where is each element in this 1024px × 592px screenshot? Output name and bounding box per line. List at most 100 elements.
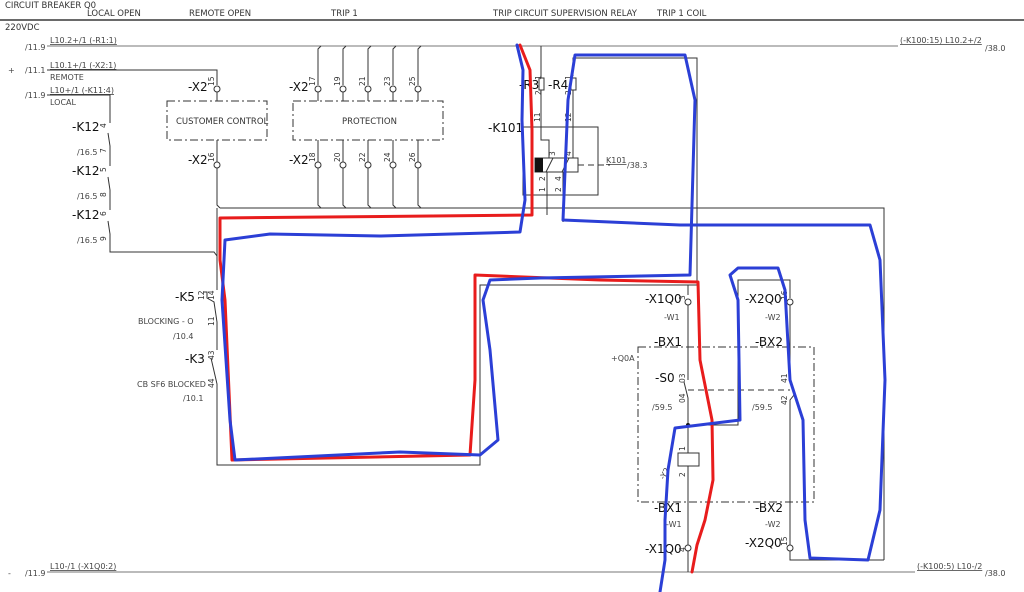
k3-ref: /10.1 (183, 394, 204, 403)
s0-label: -S0 (655, 371, 675, 385)
pin-number: 4 (564, 151, 573, 156)
blocking-contacts: -K5 12 14 11 BLOCKING - O /10.4 -K3 43 4… (137, 57, 698, 466)
pin-number: 4 (554, 176, 563, 181)
assembly-label: +Q0A (611, 354, 635, 363)
r4-label: -R4 (548, 78, 568, 92)
rail-l3-local: /11.9 L10+/1 (-K11:4) LOCAL (25, 86, 218, 257)
q0a-assembly-box (637, 346, 815, 503)
k5-description: BLOCKING - O (138, 317, 194, 326)
supply-voltage: 220VDC (5, 23, 40, 33)
pin-number: 1 (538, 187, 547, 192)
bx2-label: -BX2 (755, 335, 783, 349)
k12-label: -K12 (72, 208, 99, 222)
pin-number: 43 (207, 350, 216, 360)
rail-sign: - (8, 569, 11, 578)
k5-ref: /10.4 (173, 332, 194, 341)
pin-number: 21 (358, 76, 367, 86)
x2q0-label: -X2Q0 (745, 292, 782, 306)
x2q0-label: -X2Q0 (745, 536, 782, 550)
rail-right-ref: /38.0 (985, 44, 1006, 53)
column-local-open: LOCAL OPEN (87, 9, 141, 19)
terminal-x2-15 (213, 85, 221, 93)
k12-ref: /16.5 (77, 148, 98, 157)
k101-ref: /38.3 (627, 161, 648, 170)
k3-description: CB SF6 BLOCKED (137, 380, 206, 389)
pin-number: 03 (678, 373, 687, 383)
red-highlight-path (218, 43, 715, 574)
pin-number: 5 (99, 167, 108, 172)
rail-label: L10-/1 (-X1Q0:2) (50, 562, 116, 571)
pin-number: 7 (99, 148, 108, 153)
k101-label: -K101 (488, 121, 523, 135)
terminal-label: -X2 (289, 153, 309, 167)
pin-number: 24 (383, 152, 392, 162)
x1q0-label: -X1Q0 (645, 292, 682, 306)
rail-label: L10.2+/1 (-R1:1) (50, 36, 117, 45)
pin-number: 11 (533, 112, 542, 122)
pin-number: 15 (207, 76, 216, 86)
k12-ref: /16.5 (77, 236, 98, 245)
bx1-label: -BX1 (654, 335, 682, 349)
pin-number: 42 (780, 395, 789, 405)
terminal-label: -X2 (289, 80, 309, 94)
pin-number: 2 (554, 187, 563, 192)
protection-label: PROTECTION (342, 117, 397, 127)
pin-number: 6 (99, 211, 108, 216)
terminal-label: -X2 (188, 80, 208, 94)
rail-ref: /11.9 (25, 91, 46, 100)
x1q0-label: -X1Q0 (645, 542, 682, 556)
breaker-trip-coil: +Q0A -X1Q0 3 -W1 -BX1 -S0 03 04 /59.5 1 … (611, 279, 884, 572)
pin-number: 12 (197, 290, 206, 300)
terminal-x2-16 (213, 161, 221, 169)
pin-number: 1 (534, 75, 543, 80)
k12-ref: /16.5 (77, 192, 98, 201)
pin-number: 25 (408, 76, 417, 86)
pin-number: 1 (564, 75, 573, 80)
blue-highlight-path (220, 43, 887, 592)
pin-number: 18 (308, 152, 317, 162)
rail-l1: /11.9 L10.2+/1 (-R1:1) (-K100:15) L10.2+… (25, 36, 1006, 53)
rail-l2-remote: + /11.1 L10.1+/1 (-X2:1) REMOTE (8, 61, 218, 85)
column-remote-open: REMOTE OPEN (189, 9, 251, 19)
rail-ref: /11.9 (25, 43, 46, 52)
protection-terminals (314, 85, 422, 169)
k3-label: -K3 (185, 352, 205, 366)
terminal-label: -X2 (188, 153, 208, 167)
k101-ref-label: K101 (606, 156, 627, 165)
diagram-title: CIRCUIT BREAKER Q0 (5, 1, 96, 11)
rail-negative: - /11.9 L10-/1 (-X1Q0:2) (-K100:5) L10-/… (8, 562, 1006, 578)
pin-number: 9 (99, 236, 108, 241)
k5-label: -K5 (175, 290, 195, 304)
rail-right-label: (-K100:5) L10-/2 (917, 562, 982, 571)
rail-right-ref: /38.0 (985, 569, 1006, 578)
pin-number: 3 (678, 295, 687, 300)
pin-number: 17 (308, 76, 317, 86)
pin-number: 11 (207, 316, 216, 326)
pin-number: 15 (780, 536, 789, 546)
trip-coil-y2 (677, 452, 700, 467)
pin-number: 2 (534, 90, 543, 95)
pin-number: 1 (678, 446, 687, 451)
rail-ref: /11.1 (25, 66, 46, 75)
w2-label: -W2 (765, 313, 781, 322)
pin-number: 14 (207, 290, 216, 300)
w2-label: -W2 (765, 520, 781, 529)
rail-sign: + (8, 66, 15, 75)
s0-ref-right: /59.5 (752, 403, 773, 412)
bx2-label: -BX2 (755, 501, 783, 515)
customer-control: -X2 15 CUSTOMER CONTROL -X2 16 (166, 76, 269, 209)
pin-number: 23 (383, 76, 392, 86)
rail-ref: /11.9 (25, 569, 46, 578)
k12-label: -K12 (72, 164, 99, 178)
k101-relay-box (522, 126, 599, 196)
pin-number: 19 (333, 76, 342, 86)
column-trip-1: TRIP 1 (330, 9, 358, 19)
title-block: CIRCUIT BREAKER Q0 LOCAL OPEN REMOTE OPE… (0, 1, 1024, 33)
protection: -X2 17 19 21 23 25 PROTECTION -X2 18 20 … (220, 45, 885, 560)
pin-number: 8 (99, 192, 108, 197)
column-trip-supervision: TRIP CIRCUIT SUPERVISION RELAY (492, 9, 638, 19)
pin-number: 41 (780, 373, 789, 383)
pin-number: 3 (548, 151, 557, 156)
pin-number: 04 (678, 393, 687, 403)
